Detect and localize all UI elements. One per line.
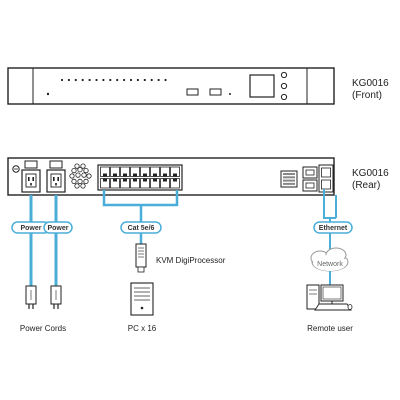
power-plug-right-icon [50, 285, 62, 309]
power-switch-1 [24, 160, 38, 169]
rear-model-label: KG0016 [352, 168, 389, 179]
front-button-3 [280, 93, 288, 101]
front-led-2 [67, 78, 70, 82]
kvm-port-latch-2 [113, 173, 117, 177]
kvm-port-latch-10 [113, 178, 117, 182]
front-lcd-panel [249, 74, 275, 98]
kvm-port-latch-7 [163, 173, 167, 177]
front-led-7 [102, 78, 105, 82]
front-led-15 [157, 78, 160, 82]
network-label: Network [317, 261, 343, 268]
ethernet-tag [313, 221, 353, 234]
kvm-port-latch-5 [143, 173, 147, 177]
kvm-port-latch-8 [173, 173, 177, 177]
lan-port-1 [321, 167, 331, 178]
kvm-port-latch-1 [103, 173, 107, 177]
cat-tag [120, 221, 162, 234]
kvm-port-latch-9 [103, 178, 107, 182]
terminal-pin-1 [283, 173, 295, 175]
remote-workstation-icon [306, 284, 353, 311]
power-cords-label: Power Cords [20, 324, 66, 333]
front-chassis [7, 67, 335, 105]
kvm-port-latch-15 [163, 178, 167, 182]
kvm-ports [100, 166, 180, 189]
vent-hole-5 [75, 172, 81, 178]
kvm-port-latch-11 [123, 178, 127, 182]
vent-hole-7 [86, 173, 92, 179]
vent-hole-12 [80, 183, 86, 189]
network-cloud-icon [310, 247, 349, 272]
front-led-6 [95, 78, 98, 82]
front-led-8 [109, 78, 112, 82]
power-switch-2 [49, 160, 63, 169]
kvm-port-latch-6 [153, 173, 157, 177]
kvm-port-latch-14 [153, 178, 157, 182]
ethernet-cable-upper-a [323, 189, 336, 219]
terminal-pins [283, 173, 295, 185]
power-tag-left-label: Power [20, 225, 41, 232]
front-reset-dot [229, 93, 231, 95]
front-port-leds [60, 78, 167, 82]
fan-vent-grille [69, 163, 92, 189]
terminal-pin-2 [283, 176, 295, 179]
cat-tag-label: Cat 5e/6 [128, 225, 155, 232]
vent-hole-14 [80, 163, 86, 169]
vent-hole-1 [71, 168, 77, 174]
front-usb-port-2 [209, 88, 222, 96]
front-power-led [46, 92, 50, 96]
power-socket-2 [46, 169, 66, 193]
remote-user-label: Remote user [307, 324, 353, 333]
front-led-5 [88, 78, 91, 82]
vent-hole-10 [83, 178, 89, 184]
terminal-pin-3 [283, 179, 295, 182]
front-led-16 [164, 78, 167, 82]
front-button-1 [280, 71, 288, 79]
vent-hole-2 [77, 167, 83, 173]
pc-count-label: PC x 16 [128, 324, 157, 333]
vent-hole-6 [81, 172, 87, 178]
power-tag-right-label: Power [47, 225, 68, 232]
front-led-12 [136, 78, 139, 82]
vent-hole-4 [69, 173, 75, 179]
pc-tower-icon [130, 282, 154, 316]
vent-hole-11 [74, 183, 80, 189]
vent-hole-13 [74, 163, 80, 169]
front-led-10 [123, 78, 126, 82]
front-led-3 [74, 78, 77, 82]
front-led-1 [60, 78, 64, 82]
front-button-2 [280, 82, 288, 90]
front-led-11 [129, 78, 133, 82]
lan-port-2 [321, 179, 331, 190]
power-tag-right [43, 221, 73, 234]
front-led-13 [143, 78, 146, 82]
kvm-digiprocessor-icon [135, 243, 147, 273]
front-model-label: KG0016 [352, 78, 389, 89]
power-plug-left-icon [25, 285, 37, 309]
power-socket-1 [21, 169, 41, 193]
cat-cable: Cat 5e/6 KVM DigiProcessor PC x 16 [102, 190, 226, 333]
rear-unit: KG0016 (Rear) [7, 157, 389, 196]
terminal-pin-4 [283, 182, 295, 185]
ethernet-connection: Ethernet Network Remote user [306, 189, 353, 333]
rear-view-label: (Rear) [352, 180, 380, 191]
kvm-port-latch-16 [173, 178, 177, 182]
kvm-port-latch-3 [123, 173, 127, 177]
front-usb-port-1 [186, 88, 199, 96]
vent-hole-9 [77, 178, 83, 184]
kvm-digiprocessor-label: KVM DigiProcessor [156, 256, 226, 265]
kvm-port-latch-13 [143, 178, 147, 182]
vent-hole-8 [71, 178, 77, 184]
front-unit: KG0016 (Front) [7, 67, 389, 105]
power-cables: Power Power Power Cords [11, 195, 73, 333]
kvm-port-latch-4 [133, 173, 137, 177]
kvm-port-latch-12 [133, 178, 137, 182]
front-led-4 [81, 78, 84, 82]
front-view-label: (Front) [352, 90, 382, 101]
vent-hole-3 [83, 168, 89, 174]
front-led-14 [150, 78, 153, 82]
ethernet-tag-label: Ethernet [319, 225, 348, 232]
front-led-9 [116, 78, 119, 82]
